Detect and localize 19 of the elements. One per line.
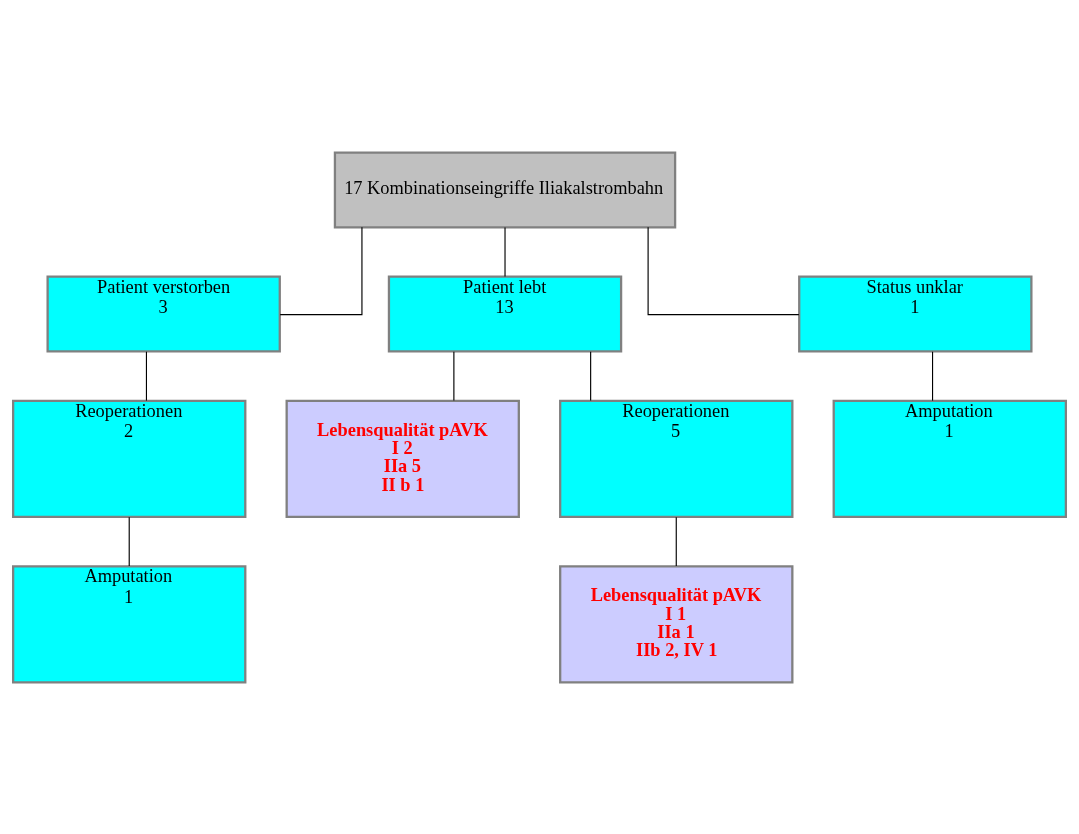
- connector: [279, 226, 363, 315]
- node-box: Status unklar 1: [798, 275, 1033, 353]
- node-box: Amputation 1: [12, 564, 247, 684]
- connector: [128, 516, 130, 567]
- node-box: Amputation 1: [832, 399, 1067, 518]
- node-box: Reoperationen 2: [12, 399, 247, 518]
- connector: [675, 516, 677, 567]
- node-box: 17 Kombinationseingriffe Iliakalstrombahn: [333, 150, 677, 228]
- node-box: Lebensqualität pAVK I 1 IIa 1 IIb 2, IV 1: [559, 564, 794, 684]
- connector: [647, 226, 800, 315]
- connector: [453, 350, 455, 401]
- connector: [590, 350, 592, 401]
- node-box: Patient lebt 13: [387, 275, 623, 353]
- connector: [145, 350, 148, 401]
- connector: [931, 350, 934, 401]
- node-box: Lebensqualität pAVK I 2 IIa 5 II b 1: [285, 399, 520, 518]
- node-box: Patient verstorben 3: [46, 275, 281, 353]
- connector: [504, 226, 506, 277]
- node-box: Reoperationen 5: [559, 399, 794, 518]
